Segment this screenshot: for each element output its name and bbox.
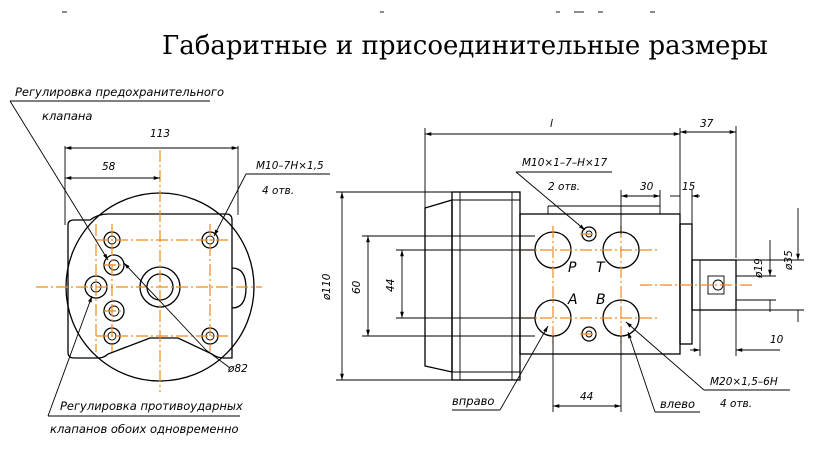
thread-note-m10-count: 4 отв. (262, 185, 294, 197)
thread-note-bottom-line2: 4 отв. (720, 398, 752, 410)
rotation-left-note: влево (660, 397, 695, 411)
thread-note-top-line1: M10×1–7–H×17 (522, 157, 607, 169)
rotation-right-note: вправо (452, 394, 494, 408)
end-cap-outline (424, 199, 453, 373)
dim-44-vertical-label: 44 (385, 279, 397, 292)
antishock-note-line1: Регулировка противоударных (60, 399, 243, 413)
dim-15-label: 15 (682, 181, 696, 193)
port-label-t: T (596, 260, 606, 276)
dim-length-label: l (550, 118, 553, 130)
port-label-p: P (568, 260, 577, 276)
port-label-b: B (596, 292, 606, 308)
thread-note-top-line2: 2 отв. (548, 181, 580, 193)
thread-note-bottom-line1: M20×1,5–6H (710, 376, 778, 388)
dim-10-label: 10 (770, 334, 784, 346)
antishock-note-line2: клапанов обоих одновременно (50, 422, 239, 436)
dim-diameter-label: ø82 (227, 363, 248, 375)
flange-step (679, 223, 693, 345)
dim-height-label: ø110 (321, 273, 333, 301)
left-view: 113 58 ø82 M10–7H×1,5 4 отв. Регулировка… (9, 85, 330, 436)
dim-shaft-label: 37 (700, 118, 714, 130)
relief-valve-note-line2: клапана (42, 109, 92, 123)
thread-note-m10: M10–7H×1,5 (256, 160, 324, 172)
dim-30-label: 30 (640, 181, 654, 193)
dim-44-horizontal-label: 44 (580, 391, 593, 403)
page-title: Габаритные и присоединительные размеры (162, 31, 768, 61)
main-body (451, 191, 521, 381)
relief-valve-note-line1: Регулировка предохранительного (15, 85, 224, 99)
dim-60-label: 60 (351, 280, 363, 294)
dim-offset-label: 58 (102, 161, 116, 173)
port-label-a: A (567, 292, 578, 308)
dim-19-label: ø19 (753, 258, 765, 279)
housing-outline (67, 213, 233, 359)
dim-width-label: 113 (150, 128, 170, 140)
right-view: P T A B l 37 30 15 ø110 (321, 118, 804, 413)
dim-35-label: ø35 (783, 250, 795, 271)
